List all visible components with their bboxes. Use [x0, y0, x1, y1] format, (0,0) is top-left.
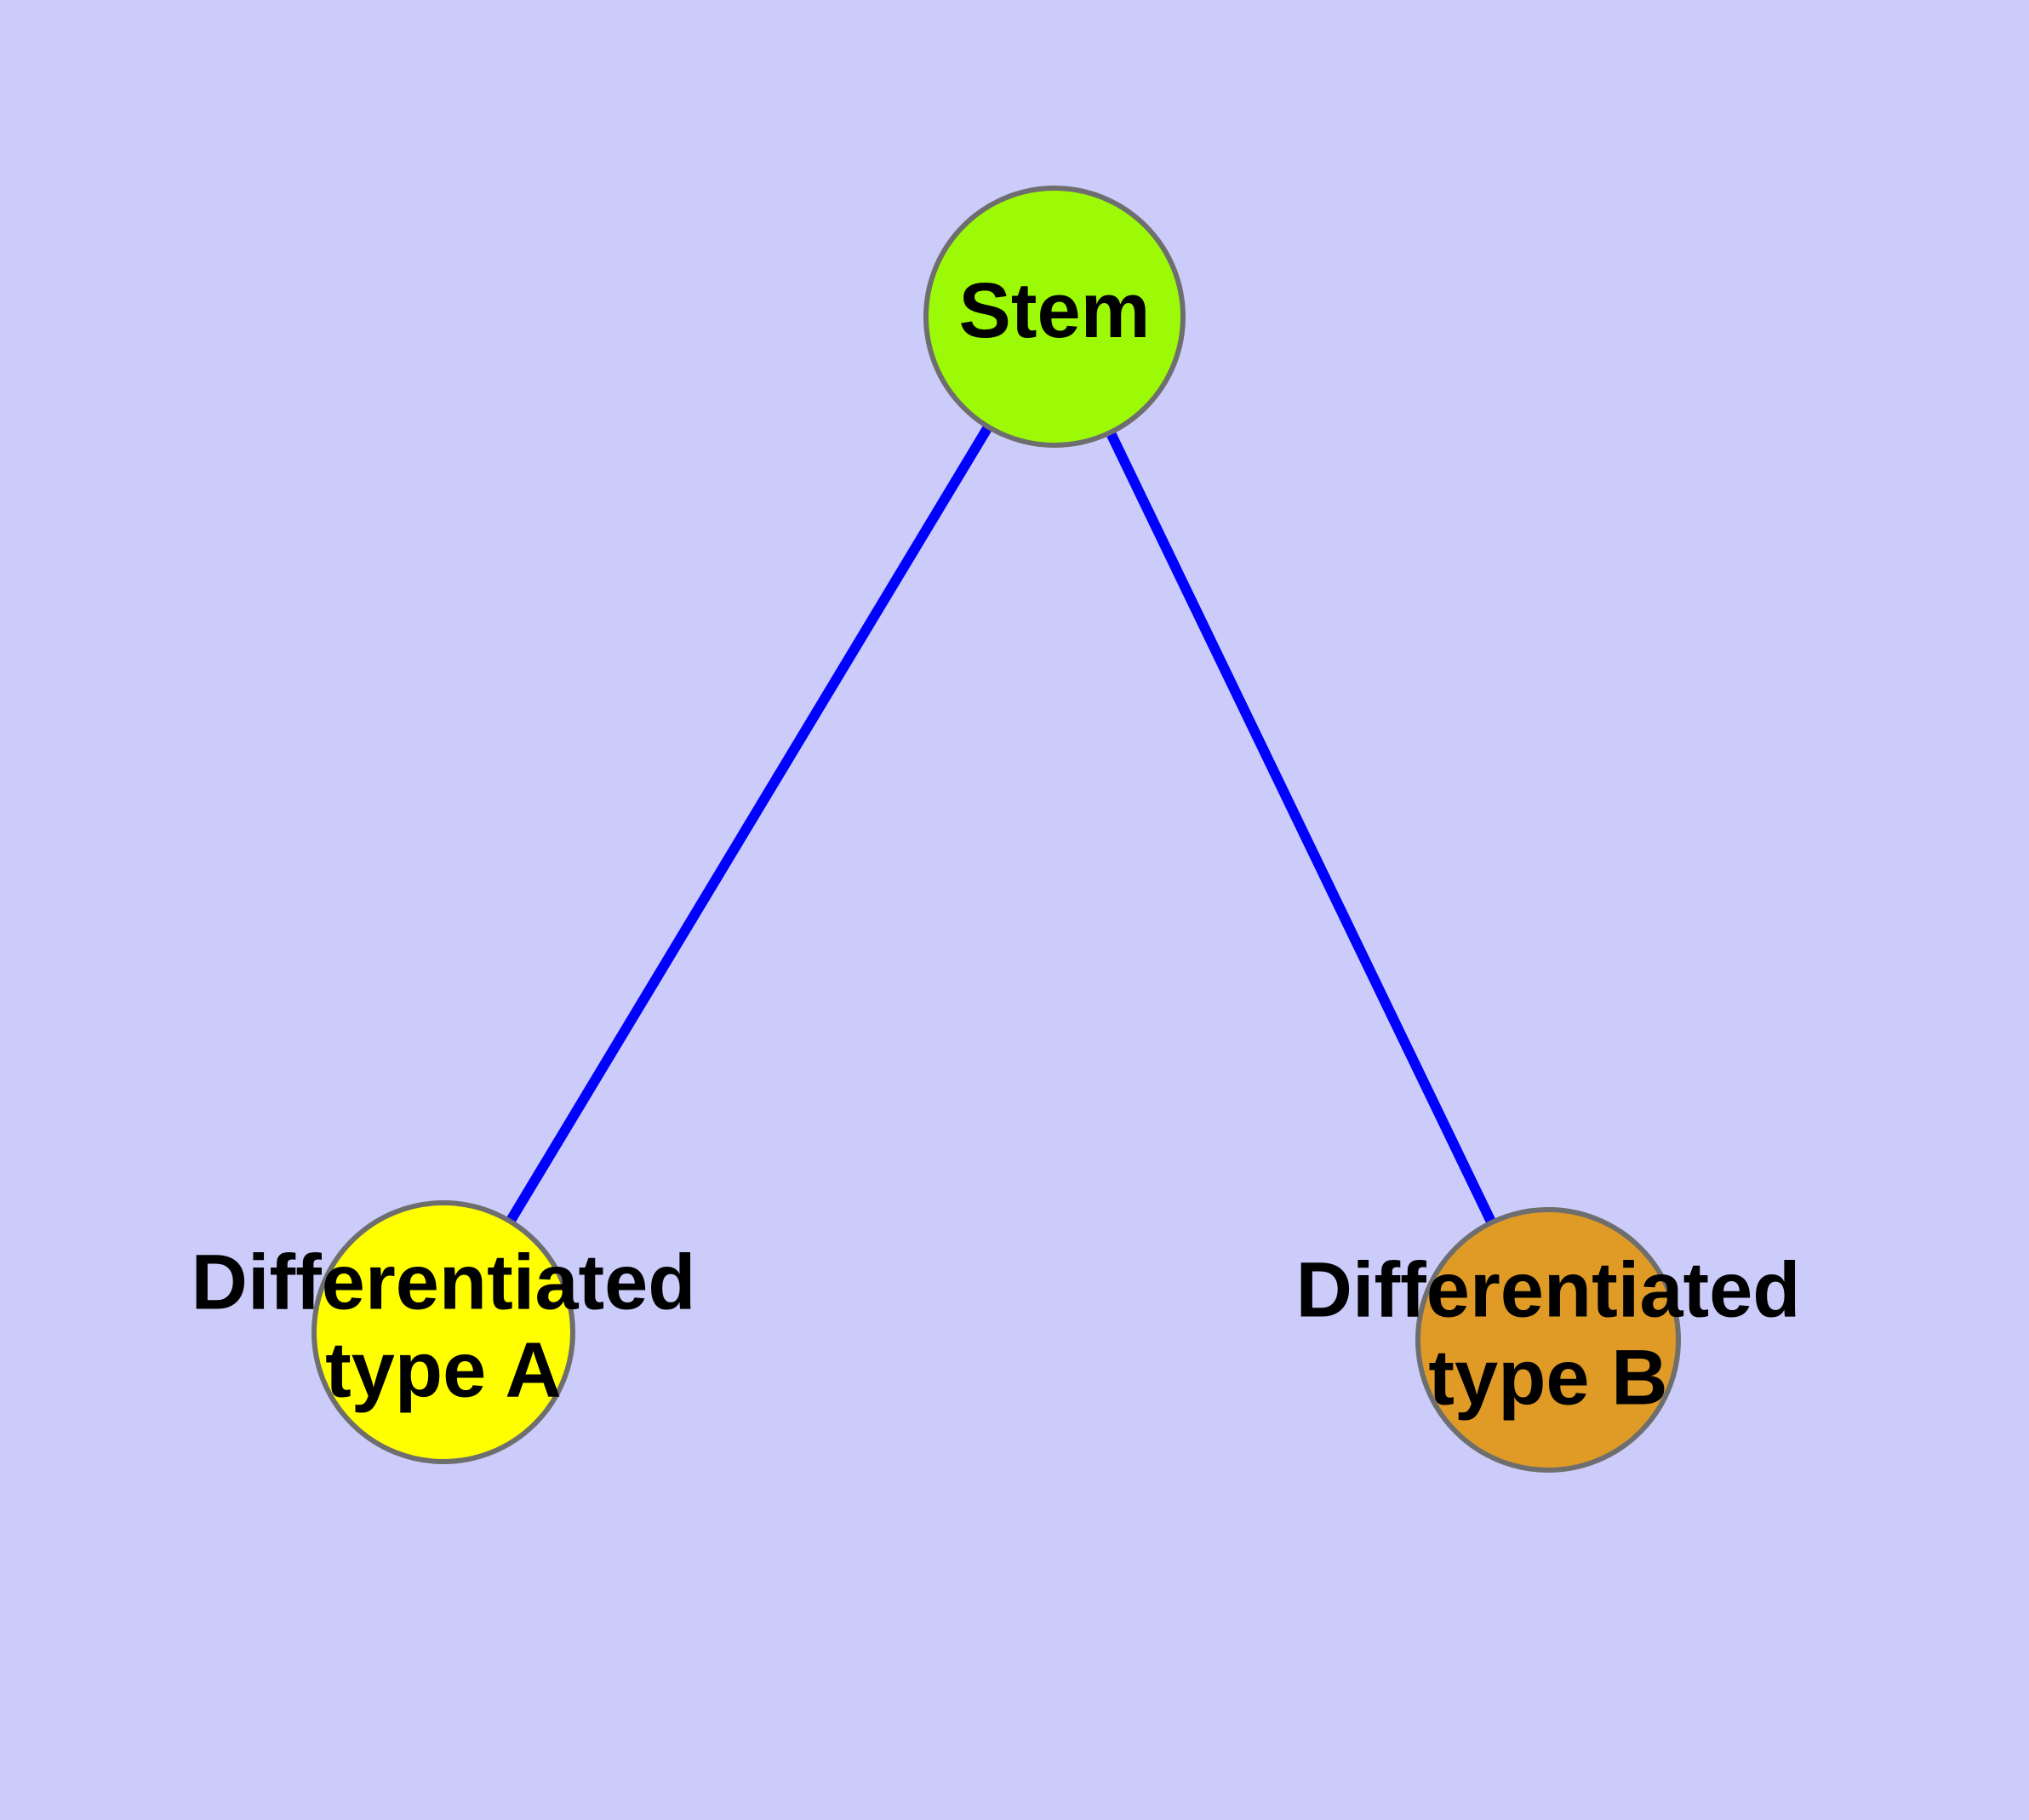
edges-layer [506, 425, 1496, 1224]
graph-node-stem[interactable]: Stem [923, 186, 1186, 448]
node-label-line: type B [1428, 1335, 1667, 1422]
node-circle-stem[interactable] [923, 186, 1186, 448]
node-label-line: Stem [959, 267, 1151, 354]
node-label-line: type A [325, 1327, 562, 1414]
node-label-line: Differentiated [1296, 1247, 1801, 1334]
graph-edge-stem-to-diff_a [506, 425, 992, 1223]
node-label-stem: Stem [959, 267, 1151, 354]
node-label-line: Differentiated [191, 1239, 696, 1326]
node-circle-diff_a[interactable] [311, 1200, 575, 1464]
node-circle-diff_b[interactable] [1415, 1207, 1681, 1473]
graph-edge-stem-to-diff_b [1106, 432, 1496, 1224]
